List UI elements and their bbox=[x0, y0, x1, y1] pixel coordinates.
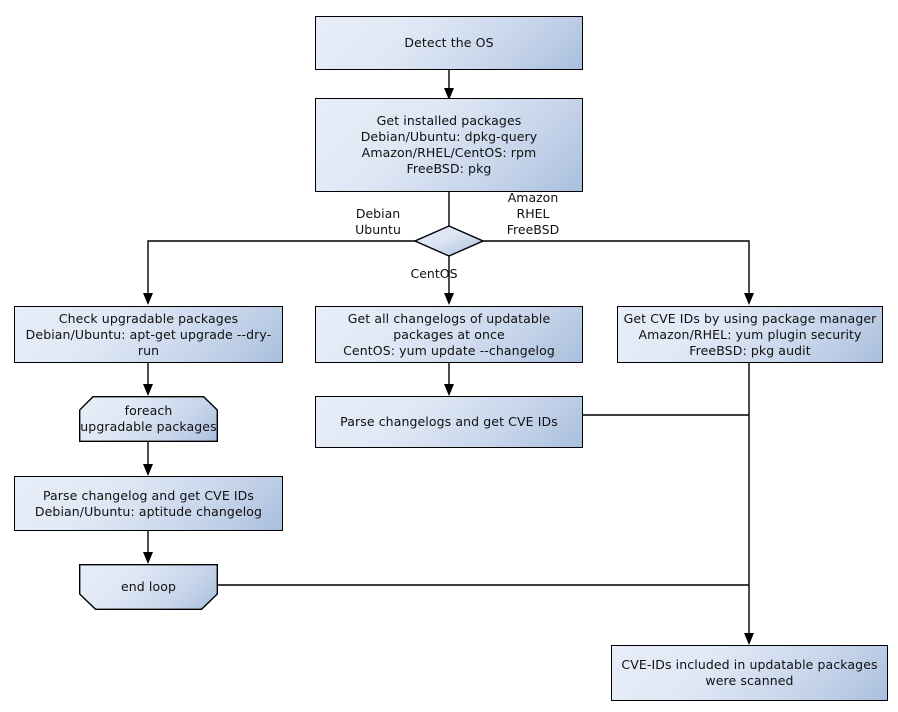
node-end-loop[interactable]: end loop bbox=[79, 564, 218, 610]
arrowhead-end-loop bbox=[143, 552, 153, 564]
node-parse-changelogs[interactable]: Parse changelogs and get CVE IDs bbox=[315, 396, 583, 448]
edge-label-debian-ubuntu: Debian Ubuntu bbox=[355, 206, 401, 237]
arrowhead-scanned-result bbox=[744, 633, 754, 645]
foreach-loop-outline bbox=[79, 396, 218, 442]
arrowhead-get-all-changelogs bbox=[444, 293, 454, 305]
edge-label-centos: CentOS bbox=[410, 266, 458, 281]
os-decision-shape bbox=[414, 225, 484, 257]
arrowhead-parse-changelog bbox=[143, 464, 153, 476]
node-parse-changelogs-label: Parse changelogs and get CVE IDs bbox=[340, 414, 558, 429]
node-get-installed-packages[interactable]: Get installed packages Debian/Ubuntu: dp… bbox=[315, 98, 583, 192]
arrowhead-foreach bbox=[143, 384, 153, 396]
node-foreach-loop-start[interactable]: foreach upgradable packages bbox=[79, 396, 218, 442]
node-parse-changelog-label: Parse changelog and get CVE IDs Debian/U… bbox=[34, 487, 263, 519]
end-loop-shape bbox=[79, 564, 218, 610]
edge-decision-right bbox=[483, 240, 750, 297]
arrowhead-get-cve-pkgmgr bbox=[744, 293, 754, 305]
node-detect-os[interactable]: Detect the OS bbox=[315, 16, 583, 70]
node-check-upgradable-packages[interactable]: Check upgradable packages Debian/Ubuntu:… bbox=[14, 306, 283, 363]
end-loop-outline bbox=[79, 564, 218, 610]
edge-label-amazon-rhel-freebsd: Amazon RHEL FreeBSD bbox=[506, 190, 560, 237]
node-detect-os-label: Detect the OS bbox=[404, 35, 494, 50]
node-parse-changelog[interactable]: Parse changelog and get CVE IDs Debian/U… bbox=[14, 476, 283, 531]
foreach-loop-shape bbox=[79, 396, 218, 442]
node-get-cve-ids-package-manager-label: Get CVE IDs by using package manager Ama… bbox=[623, 310, 877, 358]
node-get-cve-ids-package-manager[interactable]: Get CVE IDs by using package manager Ama… bbox=[617, 306, 883, 363]
node-check-upgradable-packages-label: Check upgradable packages Debian/Ubuntu:… bbox=[25, 310, 272, 358]
edge-decision-left bbox=[147, 240, 415, 297]
node-scanned-result-label: CVE-IDs included in updatable packages w… bbox=[621, 657, 878, 688]
arrowhead-check-upgradable bbox=[143, 293, 153, 305]
node-get-installed-packages-label: Get installed packages Debian/Ubuntu: dp… bbox=[360, 113, 538, 176]
node-get-all-changelogs-label: Get all changelogs of updatable packages… bbox=[343, 310, 555, 358]
arrowhead-parse-changelogs bbox=[444, 384, 454, 396]
node-get-all-changelogs[interactable]: Get all changelogs of updatable packages… bbox=[315, 306, 583, 363]
node-os-decision[interactable] bbox=[414, 225, 484, 257]
node-scanned-result[interactable]: CVE-IDs included in updatable packages w… bbox=[611, 645, 888, 701]
